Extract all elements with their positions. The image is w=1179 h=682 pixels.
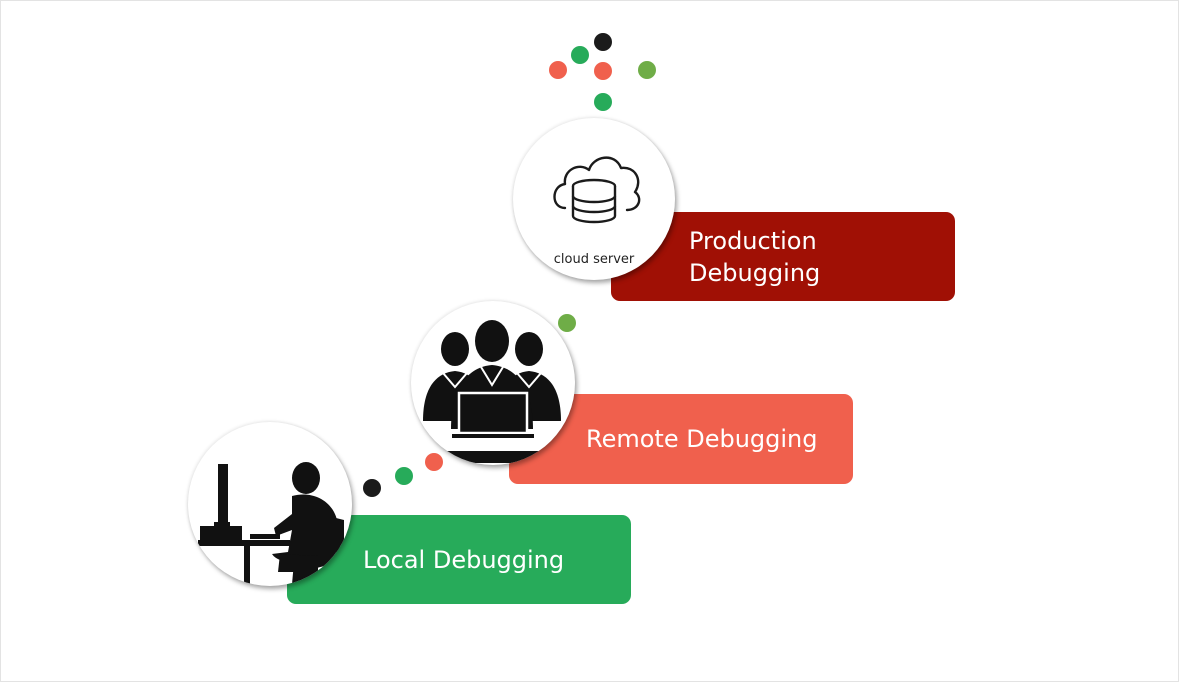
decor-dot [571,46,589,64]
cloud-server-caption: cloud server [553,252,635,267]
decor-dot [594,93,612,111]
person-at-desktop-icon [198,462,344,586]
local-debugging-bar: Local Debugging [287,515,631,604]
decor-dot [594,62,612,80]
remote-icon-circle [411,301,575,465]
decor-dot [425,453,443,471]
decor-dot [558,314,576,332]
local-icon-circle [188,422,352,586]
decor-dot [638,61,656,79]
local-debugging-label: Local Debugging [363,545,565,574]
remote-team-laptop-icon [423,320,561,463]
production-debugging-label: Production Debugging [689,226,821,287]
production-icon-circle: cloud server [513,118,675,280]
decor-dot [549,61,567,79]
decor-dot [395,467,413,485]
decor-dot [594,33,612,51]
decor-dot [363,479,381,497]
cloud-server-icon [553,156,641,224]
remote-debugging-label: Remote Debugging [586,425,818,453]
production-debugging-bar: Production Debugging [611,212,955,301]
